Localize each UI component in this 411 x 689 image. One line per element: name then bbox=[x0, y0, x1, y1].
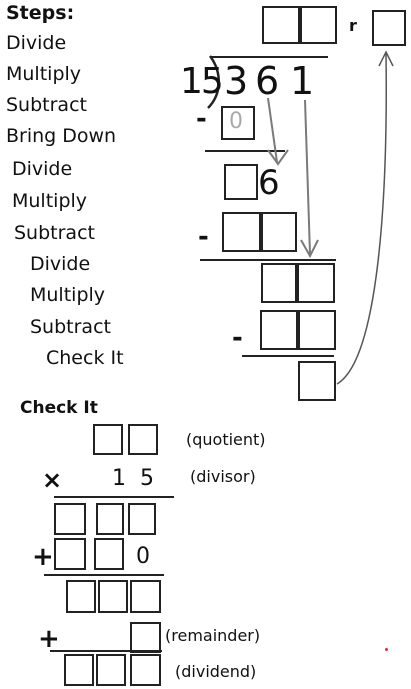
remainder-box[interactable] bbox=[372, 10, 406, 46]
red-dot bbox=[385, 648, 388, 651]
partial-box-2b[interactable] bbox=[94, 538, 124, 570]
minus-sign-3: - bbox=[232, 323, 243, 353]
partial-box-1a[interactable] bbox=[54, 503, 86, 535]
product-box-2b[interactable] bbox=[261, 212, 297, 252]
product-box-1[interactable] bbox=[221, 106, 255, 140]
step-divide-1: Divide bbox=[6, 32, 67, 54]
step-divide-3: Divide bbox=[30, 253, 91, 275]
steps-title: Steps: bbox=[6, 2, 75, 24]
add-line-1 bbox=[44, 574, 164, 576]
product-box-c[interactable] bbox=[130, 580, 161, 613]
check-quotient-box-2[interactable] bbox=[128, 424, 158, 455]
check-it-title: Check It bbox=[20, 398, 98, 418]
step-subtract-1: Subtract bbox=[6, 94, 87, 116]
difference-box-2a[interactable] bbox=[261, 263, 297, 303]
product-box-3a[interactable] bbox=[260, 310, 298, 350]
final-remainder-box[interactable] bbox=[298, 361, 336, 401]
dividend-box-a[interactable] bbox=[64, 654, 94, 686]
division-bracket bbox=[207, 55, 220, 109]
difference-box-2b[interactable] bbox=[297, 263, 335, 303]
quotient-label: (quotient) bbox=[186, 430, 266, 449]
subtract-line-1 bbox=[205, 150, 285, 152]
step-multiply-1: Multiply bbox=[6, 63, 82, 85]
plus-sign-1: + bbox=[32, 542, 54, 572]
step-multiply-3: Multiply bbox=[30, 284, 106, 306]
divisor-label: (divisor) bbox=[190, 467, 256, 486]
divisor: 15 bbox=[180, 61, 224, 102]
step-check-it: Check It bbox=[46, 347, 124, 369]
remainder-marker: r bbox=[349, 16, 357, 35]
quotient-box-1[interactable] bbox=[262, 6, 300, 44]
product-box-2a[interactable] bbox=[222, 212, 261, 252]
step-multiply-2: Multiply bbox=[12, 190, 88, 212]
divisor-digit-5: 5 bbox=[140, 466, 154, 491]
product-box-3b[interactable] bbox=[298, 310, 336, 350]
add-line-2 bbox=[50, 650, 162, 652]
times-sign: × bbox=[42, 466, 63, 494]
dividend-box-c[interactable] bbox=[130, 654, 161, 686]
partial-box-1c[interactable] bbox=[128, 503, 156, 535]
dividend-digit-3: 3 bbox=[224, 59, 249, 103]
product-box-b[interactable] bbox=[98, 580, 128, 613]
dividend-label: (dividend) bbox=[175, 662, 257, 681]
product-box-a[interactable] bbox=[66, 580, 96, 613]
partial-zero: 0 bbox=[136, 544, 150, 569]
plus-sign-2: + bbox=[38, 624, 60, 654]
product-box-1-value: 0 bbox=[229, 109, 243, 134]
dividend-digit-6: 6 bbox=[255, 59, 280, 103]
step-bring-down: Bring Down bbox=[6, 125, 117, 147]
dividend-box-b[interactable] bbox=[96, 654, 126, 686]
subtract-line-2 bbox=[200, 259, 336, 261]
step-divide-2: Divide bbox=[12, 158, 73, 180]
subtract-line-3 bbox=[242, 355, 334, 357]
divisor-digit-1: 1 bbox=[112, 466, 126, 491]
quotient-box-2[interactable] bbox=[300, 6, 337, 44]
partial-box-2a[interactable] bbox=[54, 538, 86, 570]
brought-down-digit: 6 bbox=[258, 163, 280, 203]
minus-sign-2: - bbox=[198, 222, 209, 252]
dividend-digit-1: 1 bbox=[290, 59, 315, 103]
check-remainder-box[interactable] bbox=[130, 622, 161, 653]
partial-box-1b[interactable] bbox=[96, 503, 124, 535]
step-subtract-2: Subtract bbox=[14, 222, 95, 244]
multiply-line bbox=[54, 496, 174, 498]
division-bar bbox=[210, 56, 328, 58]
minus-sign-1: - bbox=[196, 104, 207, 134]
step-subtract-3: Subtract bbox=[30, 316, 111, 338]
difference-box-1[interactable] bbox=[224, 164, 258, 200]
remainder-label: (remainder) bbox=[165, 626, 261, 645]
bring-down-arrows bbox=[267, 50, 394, 385]
check-quotient-box-1[interactable] bbox=[93, 424, 123, 455]
